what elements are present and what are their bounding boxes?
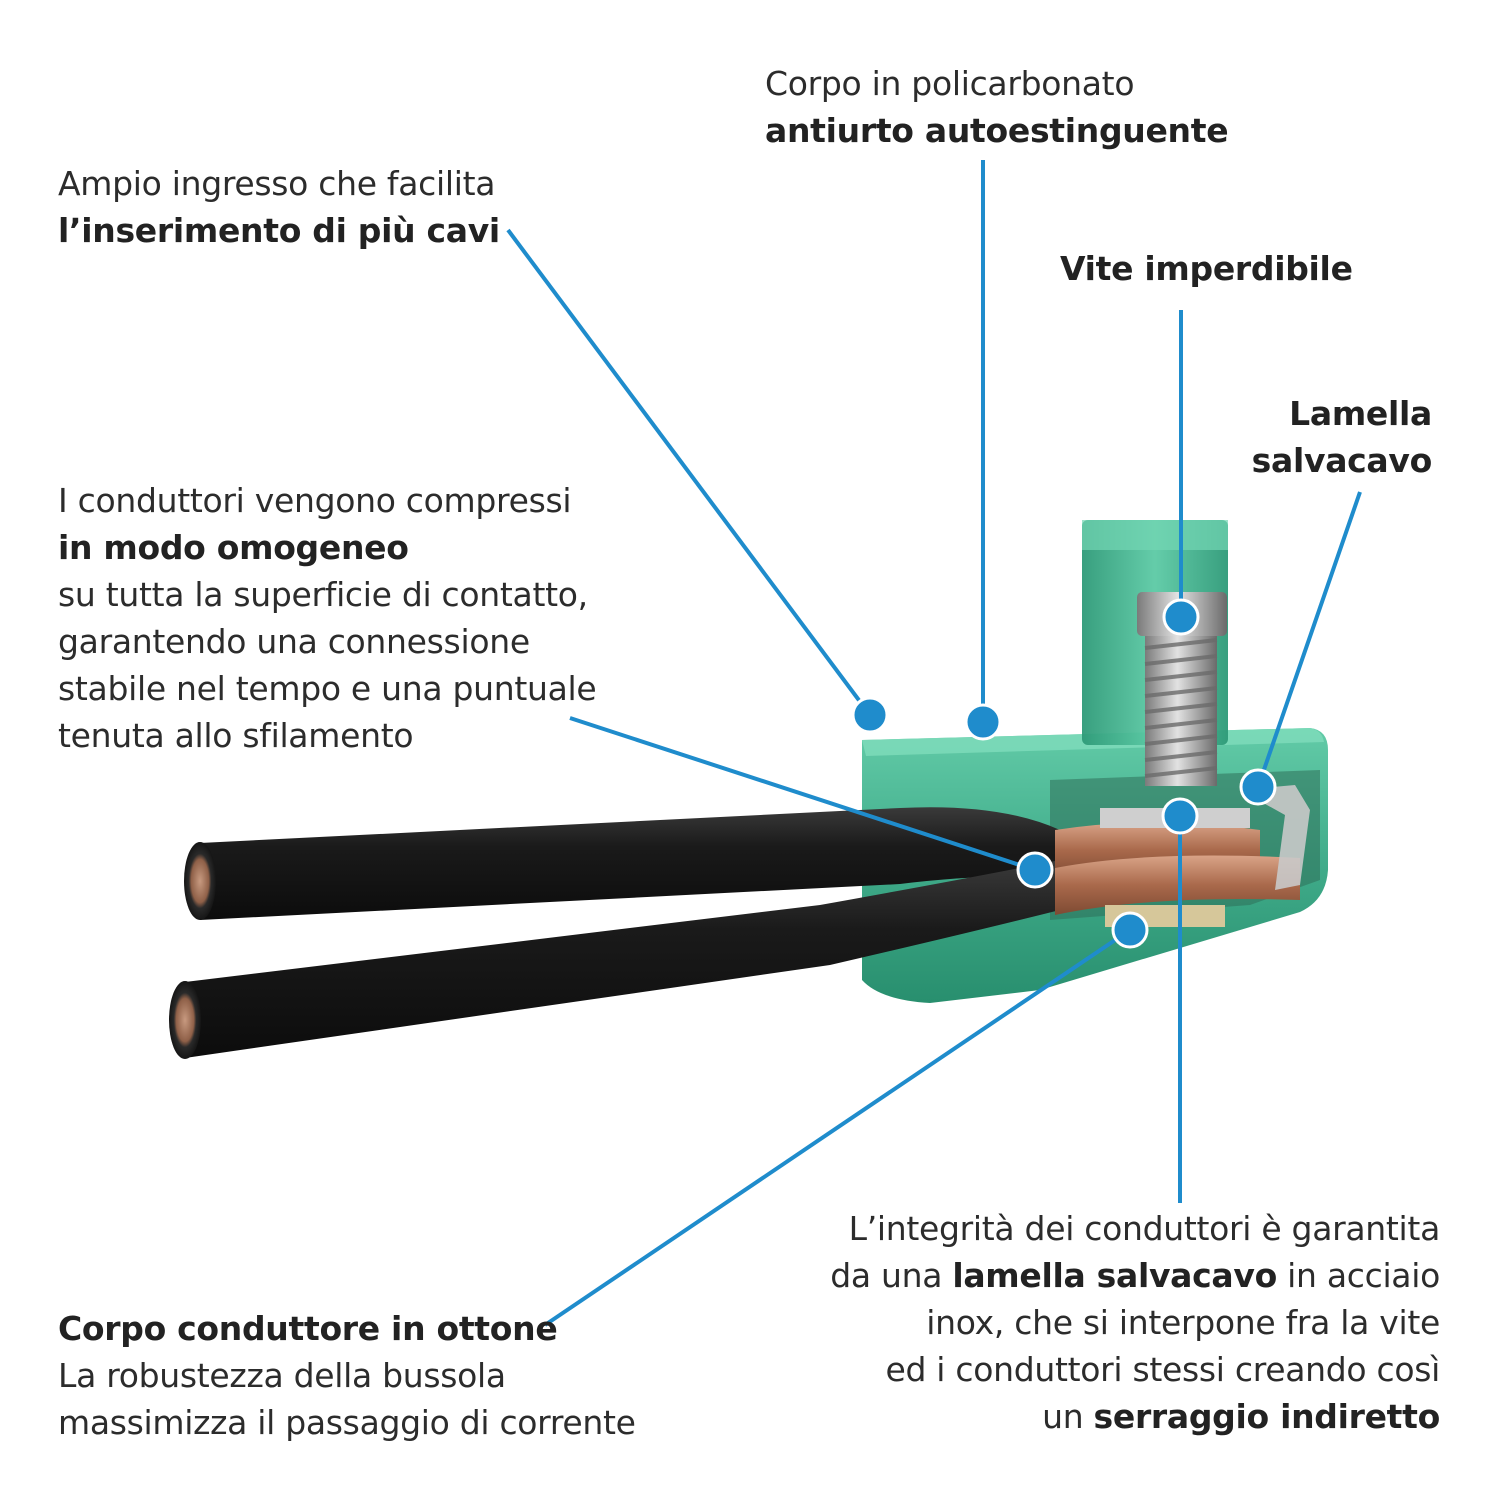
dot-conduttori — [1016, 851, 1054, 889]
text-fragment-bold: lamella salvacavo — [952, 1256, 1277, 1295]
cable-lower — [169, 860, 1060, 1059]
dot-corpo-policarbonato — [964, 703, 1002, 741]
label-line: massimizza il passaggio di corrente — [58, 1403, 636, 1442]
label-lamella: Lamella salvacavo — [1251, 390, 1433, 484]
label-line: Ampio ingresso che facilita — [58, 164, 496, 203]
label-line: La robustezza della bussola — [58, 1356, 506, 1395]
label-vite: Vite imperdibile — [1060, 245, 1353, 292]
label-ampio-ingresso: Ampio ingresso che facilita l’inseriment… — [58, 160, 500, 254]
leader-lamella — [1256, 491, 1362, 788]
label-line: ed i conduttori stessi creando così — [885, 1350, 1440, 1389]
leader-ampio-ingresso — [506, 228, 872, 717]
label-line: garantendo una connessione — [58, 622, 530, 661]
label-ottone: Corpo conduttore in ottone La robustezza… — [58, 1305, 636, 1446]
label-line-bold: Corpo conduttore in ottone — [58, 1309, 558, 1348]
dot-vite — [1162, 598, 1200, 636]
dot-ampio-ingresso — [851, 696, 889, 734]
label-line: tenuta allo sfilamento — [58, 716, 414, 755]
label-line-bold: l’inserimento di più cavi — [58, 211, 500, 250]
label-line-bold: antiurto autoestinguente — [765, 111, 1229, 150]
copper-conductors — [1055, 822, 1300, 915]
label-integrita: L’integrità dei conduttori è garantita d… — [830, 1205, 1440, 1440]
callout-dots — [851, 598, 1277, 949]
label-conduttori: I conduttori vengono compressi in modo o… — [58, 477, 597, 759]
label-line-bold: salvacavo — [1251, 441, 1433, 480]
label-line-mixed: da una lamella salvacavo in acciaio — [830, 1252, 1440, 1299]
text-fragment: da una — [830, 1256, 953, 1295]
label-line: I conduttori vengono compressi — [58, 481, 572, 520]
cable-upper — [184, 807, 1060, 920]
callout-lines — [506, 160, 1362, 1327]
label-line-bold: in modo omogeneo — [58, 528, 409, 567]
dot-ottone — [1111, 911, 1149, 949]
label-line-bold: Vite imperdibile — [1060, 249, 1353, 288]
text-fragment: in acciaio — [1276, 1256, 1440, 1295]
label-line-bold: Lamella — [1289, 394, 1432, 433]
leader-conduttori — [569, 716, 1036, 872]
leader-ottone — [543, 928, 1132, 1327]
label-corpo-policarbonato: Corpo in policarbonato antiurto autoesti… — [765, 60, 1229, 154]
label-line: inox, che si interpone fra la vite — [926, 1303, 1440, 1342]
label-line: su tutta la superficie di contatto, — [58, 575, 588, 614]
text-fragment-bold: serraggio indiretto — [1093, 1397, 1441, 1436]
dot-lamella — [1239, 768, 1277, 806]
dot-integrita — [1161, 797, 1199, 835]
label-line: L’integrità dei conduttori è garantita — [848, 1209, 1441, 1248]
label-line: Corpo in policarbonato — [765, 64, 1135, 103]
text-fragment: un — [1042, 1397, 1094, 1436]
label-line: stabile nel tempo e una puntuale — [58, 669, 597, 708]
label-line-mixed: un serraggio indiretto — [830, 1393, 1440, 1440]
